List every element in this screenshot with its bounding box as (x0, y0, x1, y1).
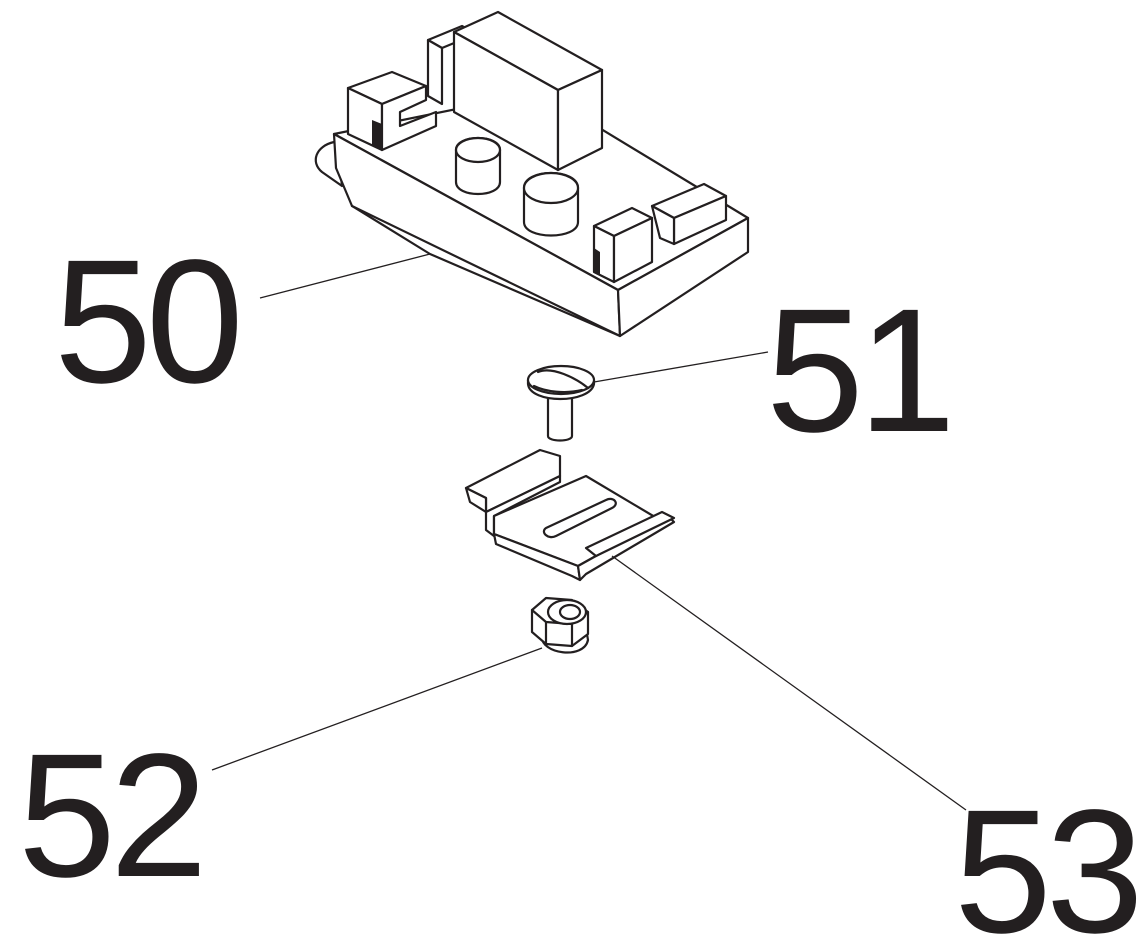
callout-51: 51 (766, 273, 950, 469)
callout-53: 53 (954, 774, 1138, 938)
leader-line-53 (611, 555, 967, 811)
leader-line-51 (593, 351, 769, 383)
part-50-circuit-board (314, 10, 750, 338)
callout-52: 52 (18, 718, 202, 914)
part-51-screw (526, 364, 596, 442)
part-52-lock-nut (530, 596, 590, 654)
leader-line-50 (259, 253, 431, 299)
callout-50: 50 (54, 224, 238, 420)
leader-line-52 (211, 647, 543, 771)
part-53-mounting-clip (464, 448, 676, 582)
